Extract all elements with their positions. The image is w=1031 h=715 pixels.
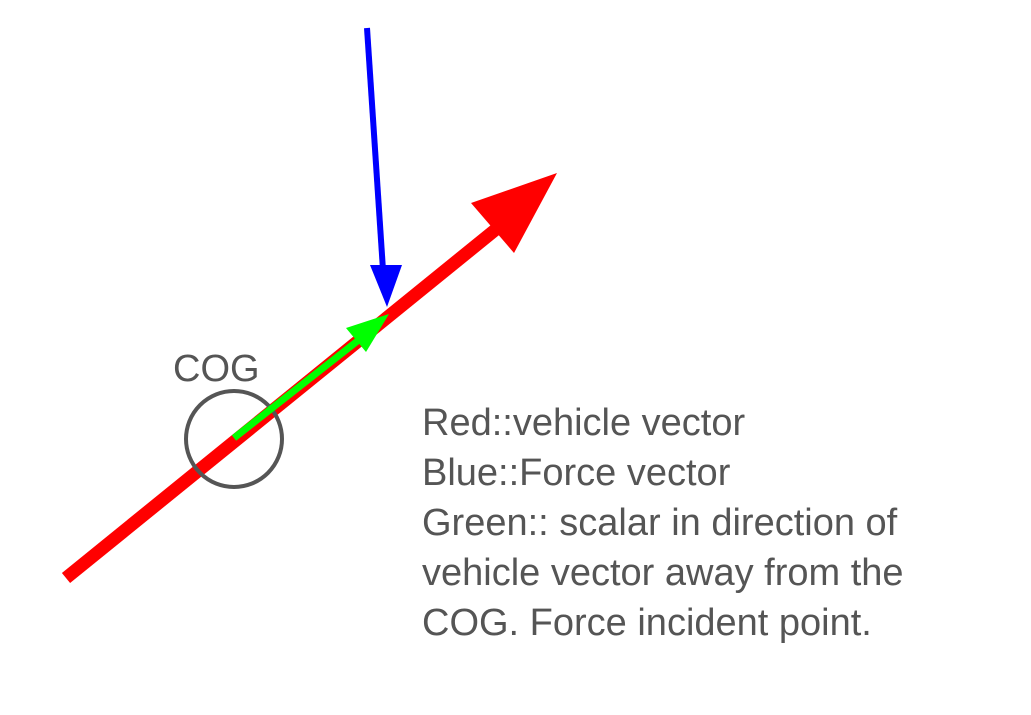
legend-text: Red::vehicle vector Blue::Force vector G… [422,398,982,648]
vehicle-vector-head [471,173,557,253]
force-vector-head [370,265,402,307]
legend-line-scalar-cont-2: COG. Force incident point. [422,602,872,644]
scalar-vector-shaft [231,336,363,441]
legend-line-scalar-cont-1: vehicle vector away from the [422,552,904,594]
cog-circle [184,389,284,489]
force-vector-shaft [364,27,386,271]
legend-line-vehicle: Red::vehicle vector [422,402,746,444]
legend-line-scalar: Green:: scalar in direction of [422,502,898,544]
cog-label: COG [173,348,260,390]
scalar-vector-head [346,314,389,352]
legend-line-force: Blue::Force vector [422,452,731,494]
scalar-vector-arrow [231,314,389,441]
force-vector-arrow [364,27,402,307]
